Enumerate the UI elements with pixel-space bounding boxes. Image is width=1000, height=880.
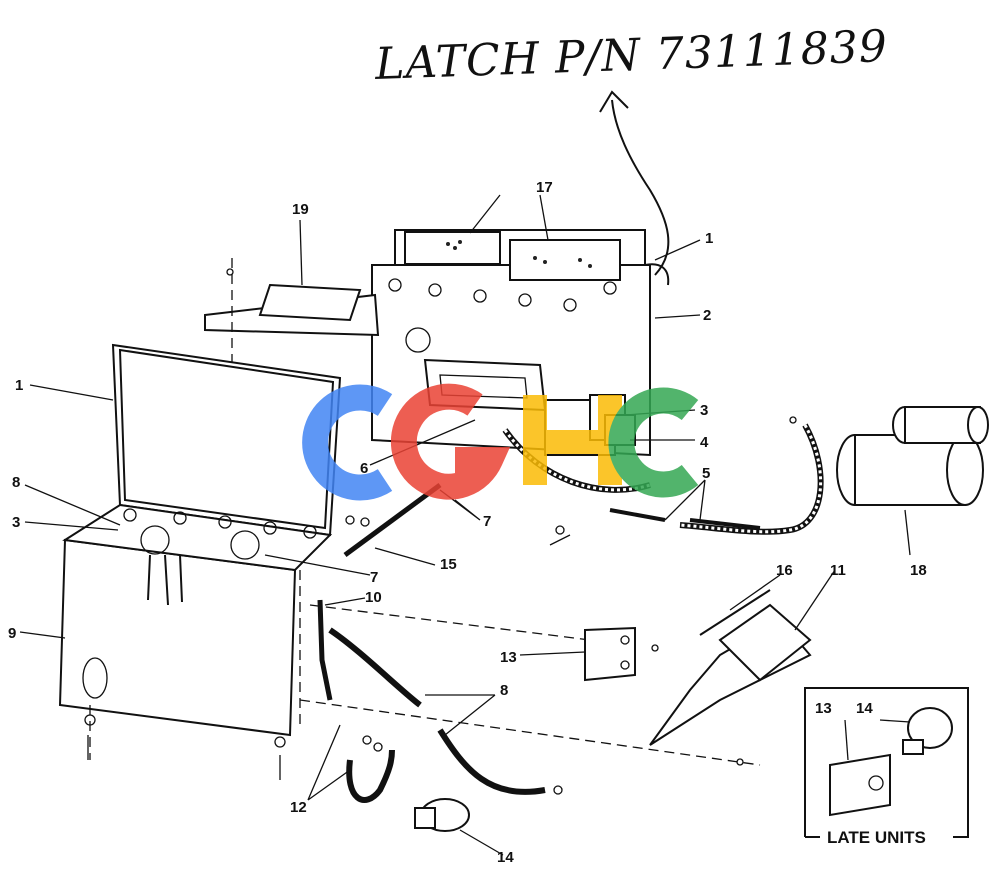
callout-13: 13	[500, 649, 517, 666]
mount-bracket	[584, 626, 636, 682]
callout-6: 6	[360, 460, 368, 477]
callout-2: 2	[703, 307, 711, 324]
callout-8-left: 8	[12, 474, 20, 491]
callout-13-inset: 13	[815, 700, 832, 717]
callout-15: 15	[440, 556, 457, 573]
callout-18: 18	[910, 562, 927, 579]
inset-title: LATE UNITS	[827, 828, 926, 847]
battery-box	[58, 343, 761, 766]
callout-4: 4	[700, 434, 709, 451]
callout-1-left: 1	[15, 377, 23, 394]
callout-12: 12	[290, 799, 307, 816]
cables	[317, 423, 824, 803]
callout-10: 10	[365, 589, 382, 606]
annotation-arrow	[599, 90, 670, 276]
callout-19: 19	[292, 201, 309, 218]
bracket-shield	[649, 589, 812, 746]
hardware	[84, 268, 797, 795]
callout-17: 17	[536, 179, 553, 196]
callout-11: 11	[830, 562, 846, 579]
solenoid-assembly	[836, 406, 989, 506]
callout-14-inset: 14	[856, 700, 873, 717]
callout-labels: 17 19 1 2 3 4 5 6 7 7 15 10 1 8 3 9 8 12…	[8, 179, 927, 866]
callout-16: 16	[776, 562, 793, 579]
switch-assembly	[414, 798, 470, 832]
callout-3-right: 3	[700, 402, 708, 419]
callout-3-left: 3	[12, 514, 20, 531]
late-units-inset: LATE UNITS	[804, 687, 969, 847]
callout-9: 9	[8, 625, 16, 642]
callout-1-upper: 1	[705, 230, 713, 247]
callout-7-upper: 7	[483, 513, 491, 530]
callout-7-lower: 7	[370, 569, 378, 586]
hold-down-frame	[204, 258, 380, 480]
callout-5: 5	[702, 465, 710, 482]
watermark	[302, 383, 699, 501]
callout-14-lower: 14	[497, 849, 514, 866]
leader-lines	[19, 194, 911, 856]
callout-8-lower: 8	[500, 682, 508, 699]
